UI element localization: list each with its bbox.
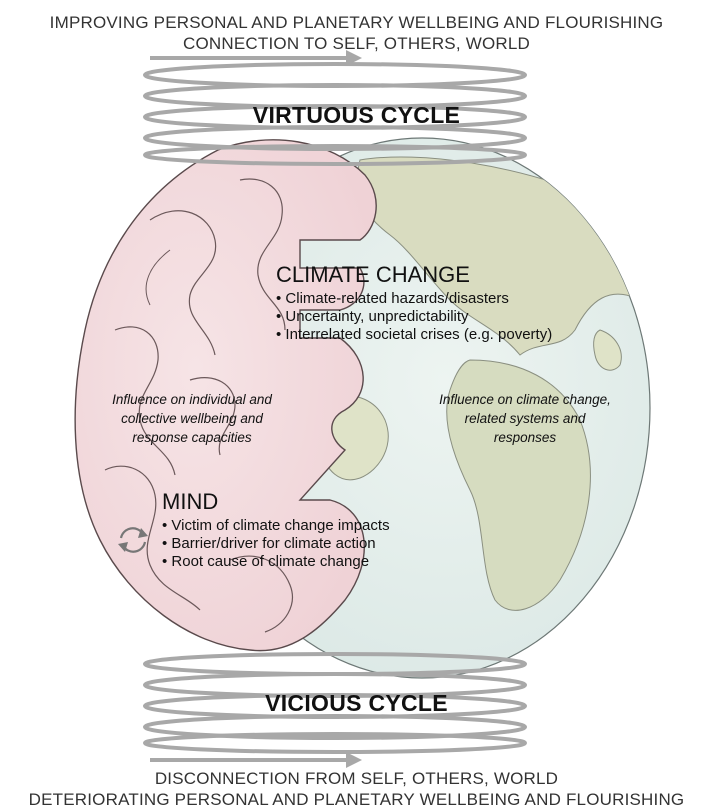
top-caption-line2: CONNECTION TO SELF, OTHERS, WORLD [0, 33, 713, 54]
bottom-caption-line1: DISCONNECTION FROM SELF, OTHERS, WORLD [0, 768, 713, 789]
mind-block: MIND • Victim of climate change impacts … [162, 489, 432, 571]
climate-change-block: CLIMATE CHANGE • Climate-related hazards… [276, 262, 576, 344]
vicious-cycle-label: VICIOUS CYCLE [0, 690, 713, 717]
vicious-arrow-head-icon [346, 752, 362, 768]
influence-left: Influence on individual and collective w… [92, 390, 292, 447]
climate-change-bullet: • Climate-related hazards/disasters [276, 290, 576, 308]
bottom-caption: DISCONNECTION FROM SELF, OTHERS, WORLD D… [0, 768, 713, 810]
mind-bullet: • Barrier/driver for climate action [162, 535, 432, 553]
influence-left-line: collective wellbeing and [92, 409, 292, 428]
climate-change-bullet: • Uncertainty, unpredictability [276, 308, 576, 326]
virtuous-cycle-label: VIRTUOUS CYCLE [0, 102, 713, 129]
climate-change-title: CLIMATE CHANGE [276, 262, 576, 288]
influence-left-line: Influence on individual and [92, 390, 292, 409]
mind-title: MIND [162, 489, 432, 515]
influence-left-line: response capacities [92, 428, 292, 447]
influence-right: Influence on climate change, related sys… [420, 390, 630, 447]
climate-change-bullet: • Interrelated societal crises (e.g. pov… [276, 326, 576, 344]
mind-bullet: • Victim of climate change impacts [162, 517, 432, 535]
top-caption-line1: IMPROVING PERSONAL AND PLANETARY WELLBEI… [0, 12, 713, 33]
bottom-caption-line2: DETERIORATING PERSONAL AND PLANETARY WEL… [0, 789, 713, 810]
mind-bullet: • Root cause of climate change [162, 553, 432, 571]
influence-right-line: Influence on climate change, [420, 390, 630, 409]
top-caption: IMPROVING PERSONAL AND PLANETARY WELLBEI… [0, 12, 713, 54]
influence-right-line: related systems and [420, 409, 630, 428]
influence-right-line: responses [420, 428, 630, 447]
